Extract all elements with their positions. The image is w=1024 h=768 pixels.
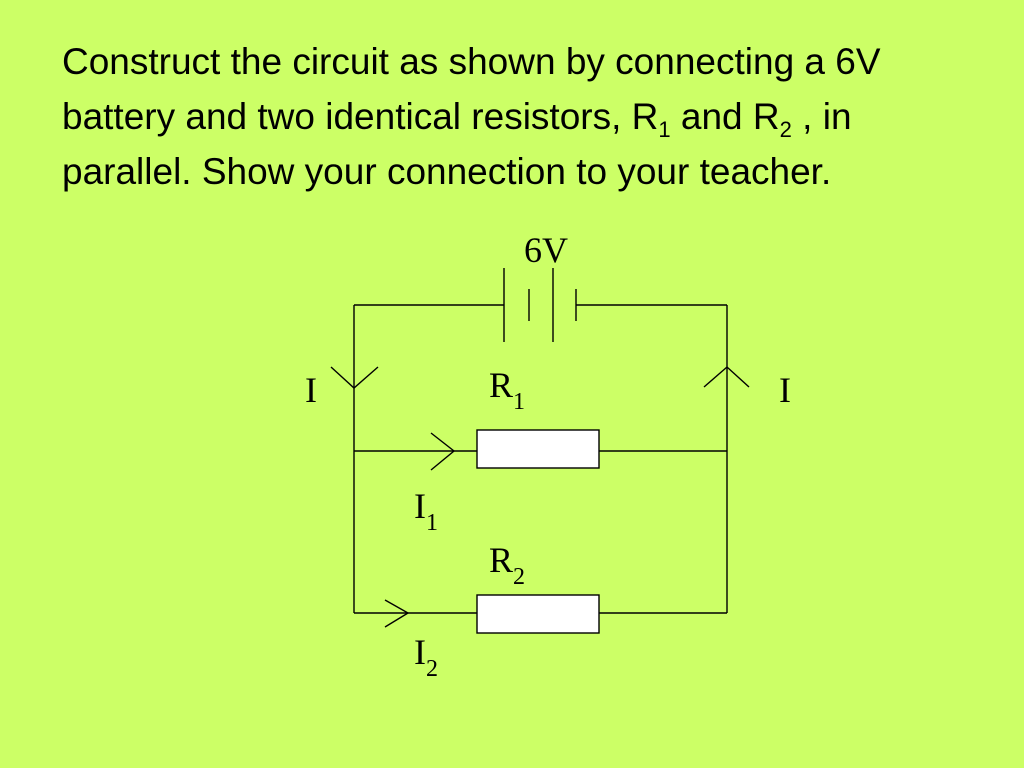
resistor-r2-subscript: 2 — [513, 564, 525, 590]
instruction-part-3: , in parallel. Show your connection to y… — [62, 96, 852, 192]
instruction-subscript-2: 2 — [779, 117, 792, 142]
branch-current-1-label: I1 — [414, 486, 438, 536]
resistor-r1-label: R1 — [489, 365, 525, 415]
instruction-part-2: and R — [670, 96, 780, 137]
resistor-r1-subscript: 1 — [513, 389, 525, 415]
current-arrow-right-up — [703, 366, 750, 388]
total-current-label-right: I — [779, 370, 791, 410]
resistor-r1 — [476, 429, 600, 469]
branch-current-2-letter: I — [414, 632, 426, 672]
total-current-label-left: I — [305, 370, 317, 410]
resistor-r2-letter: R — [489, 540, 513, 580]
instruction-subscript-1: 1 — [658, 117, 671, 142]
current-arrow-branch-1 — [430, 432, 456, 471]
current-arrow-left-down — [330, 366, 379, 389]
resistor-r2-label: R2 — [489, 540, 525, 590]
resistor-r2 — [476, 594, 600, 634]
current-arrow-branch-2 — [384, 599, 410, 628]
battery-symbol — [503, 268, 577, 342]
battery-voltage-label: 6V — [524, 230, 568, 270]
instruction-text: Construct the circuit as shown by connec… — [62, 34, 982, 199]
branch-current-1-letter: I — [414, 486, 426, 526]
branch-current-2-label: I2 — [414, 632, 438, 682]
instruction-part-1: Construct the circuit as shown by connec… — [62, 41, 881, 137]
branch-current-2-subscript: 2 — [426, 656, 438, 682]
branch-current-1-subscript: 1 — [426, 510, 438, 536]
resistor-r1-letter: R — [489, 365, 513, 405]
